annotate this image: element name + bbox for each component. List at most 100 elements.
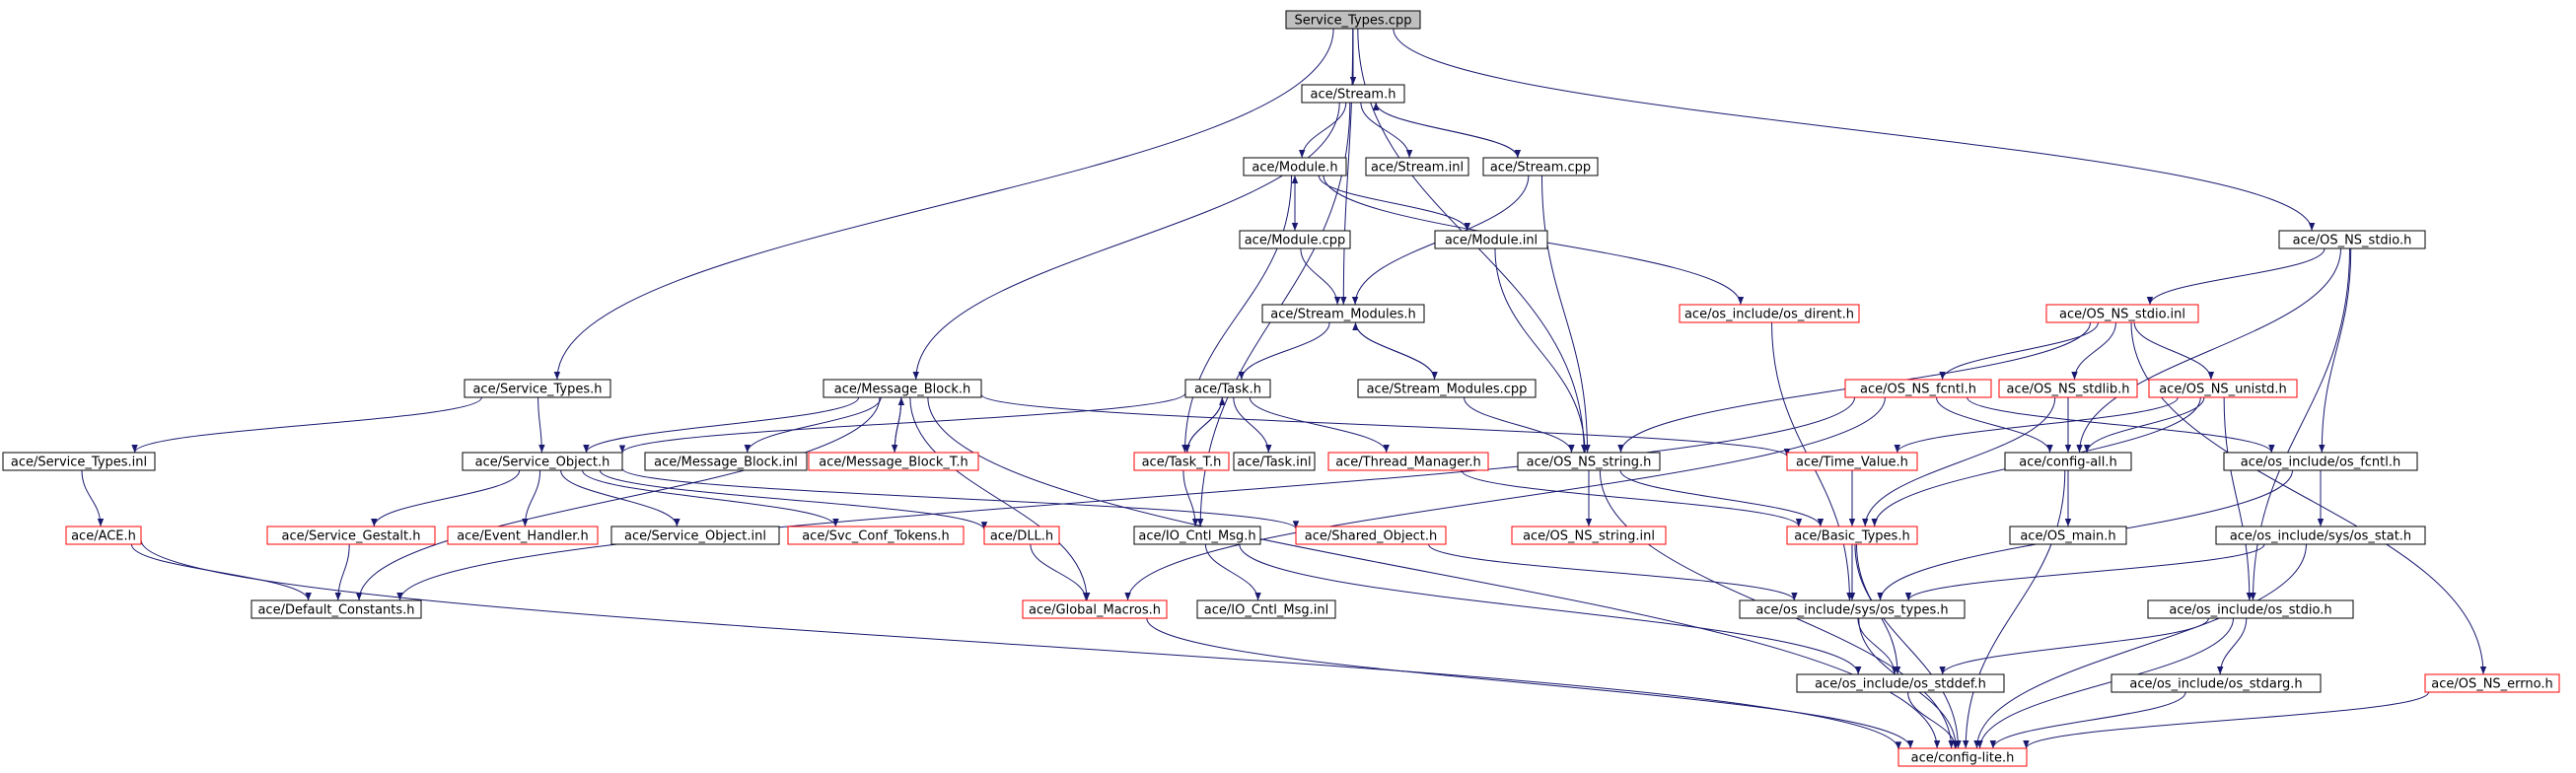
node-box[interactable] [1739, 599, 1966, 619]
node-box[interactable] [1301, 84, 1405, 104]
node-box[interactable] [1022, 599, 1168, 619]
node-box[interactable] [1365, 157, 1469, 176]
node-box[interactable] [1295, 526, 1447, 545]
node-basic-types[interactable]: ace/Basic_Types.h [1786, 526, 1918, 545]
node-box[interactable] [447, 526, 599, 545]
node-message-block-inl[interactable]: ace/Message_Block.inl [644, 452, 808, 471]
node-os-main[interactable]: ace/OS_main.h [2009, 526, 2127, 545]
node-box[interactable] [2278, 230, 2426, 249]
node-box[interactable] [1233, 452, 1316, 471]
node-box[interactable] [1786, 526, 1918, 545]
node-module-h[interactable]: ace/Module.h [1243, 157, 1347, 176]
node-os-dirent[interactable]: ace/os_include/os_dirent.h [1679, 304, 1860, 323]
node-task-h[interactable]: ace/Task.h [1184, 379, 1271, 398]
node-os-ns-stdlib[interactable]: ace/OS_NS_stdlib.h [1998, 379, 2138, 398]
node-module-inl[interactable]: ace/Module.inl [1434, 230, 1548, 249]
node-os-types[interactable]: ace/os_include/sys/os_types.h [1739, 599, 1966, 619]
node-box[interactable] [464, 379, 611, 398]
node-global-macros[interactable]: ace/Global_Macros.h [1022, 599, 1168, 619]
node-stream-h[interactable]: ace/Stream.h [1301, 84, 1405, 104]
node-box[interactable] [2215, 526, 2426, 545]
node-svc-conf-tokens[interactable]: ace/Svc_Conf_Tokens.h [787, 526, 965, 545]
node-config-all[interactable]: ace/config-all.h [2004, 452, 2132, 471]
node-box[interactable] [250, 599, 422, 619]
node-io-cntl-msg-h[interactable]: ace/IO_Cntl_Msg.h [1133, 526, 1261, 545]
node-root[interactable]: Service_Types.cpp [1285, 10, 1421, 30]
node-box[interactable] [1844, 379, 1992, 398]
node-box[interactable] [1196, 599, 1336, 619]
node-box[interactable] [610, 526, 780, 545]
node-box[interactable] [1133, 526, 1261, 545]
node-box[interactable] [1482, 157, 1599, 176]
node-box[interactable] [644, 452, 808, 471]
node-stream-cpp[interactable]: ace/Stream.cpp [1482, 157, 1599, 176]
node-box[interactable] [2045, 304, 2199, 323]
node-box[interactable] [1261, 304, 1425, 323]
node-box[interactable] [266, 526, 436, 545]
node-message-block-h[interactable]: ace/Message_Block.h [823, 379, 982, 398]
node-message-block-t[interactable]: ace/Message_Block_T.h [808, 452, 979, 471]
node-os-ns-unistd[interactable]: ace/OS_NS_unistd.h [2148, 379, 2298, 398]
node-os-ns-string-inl[interactable]: ace/OS_NS_string.inl [1511, 526, 1667, 545]
node-os-stat[interactable]: ace/os_include/sys/os_stat.h [2215, 526, 2426, 545]
node-box[interactable] [1511, 526, 1667, 545]
node-box[interactable] [2147, 599, 2354, 619]
node-box[interactable] [462, 452, 623, 471]
node-box[interactable] [2111, 673, 2322, 693]
node-box[interactable] [1796, 673, 2005, 693]
node-box[interactable] [2424, 673, 2560, 693]
node-os-ns-stdio-h[interactable]: ace/OS_NS_stdio.h [2278, 230, 2426, 249]
node-box[interactable] [823, 379, 982, 398]
node-box[interactable] [787, 526, 965, 545]
node-os-stdarg[interactable]: ace/os_include/os_stdarg.h [2111, 673, 2322, 693]
node-box[interactable] [1897, 747, 2028, 767]
node-service-types-h[interactable]: ace/Service_Types.h [464, 379, 611, 398]
node-time-value[interactable]: ace/Time_Value.h [1786, 452, 1918, 471]
node-box[interactable] [1357, 379, 1537, 398]
node-box[interactable] [808, 452, 979, 471]
node-box[interactable] [2, 452, 156, 471]
node-box[interactable] [1434, 230, 1548, 249]
node-task-t[interactable]: ace/Task_T.h [1133, 452, 1230, 471]
node-box[interactable] [1998, 379, 2138, 398]
node-stream-modules-cpp[interactable]: ace/Stream_Modules.cpp [1357, 379, 1537, 398]
node-io-cntl-msg-inl[interactable]: ace/IO_Cntl_Msg.inl [1196, 599, 1336, 619]
node-os-ns-errno[interactable]: ace/OS_NS_errno.h [2424, 673, 2560, 693]
node-service-types-inl[interactable]: ace/Service_Types.inl [2, 452, 156, 471]
node-os-ns-fcntl[interactable]: ace/OS_NS_fcntl.h [1844, 379, 1992, 398]
node-box[interactable] [2148, 379, 2298, 398]
node-ace-h[interactable]: ace/ACE.h [65, 526, 142, 545]
node-module-cpp[interactable]: ace/Module.cpp [1239, 230, 1351, 249]
node-box[interactable] [1327, 452, 1489, 471]
node-event-handler[interactable]: ace/Event_Handler.h [447, 526, 599, 545]
node-dll-h[interactable]: ace/DLL.h [983, 526, 1060, 545]
node-box[interactable] [1679, 304, 1860, 323]
node-box[interactable] [65, 526, 142, 545]
node-box[interactable] [1243, 157, 1347, 176]
node-box[interactable] [2223, 452, 2418, 471]
node-box[interactable] [983, 526, 1060, 545]
node-box[interactable] [1285, 10, 1421, 30]
node-service-object-inl[interactable]: ace/Service_Object.inl [610, 526, 780, 545]
node-service-gestalt[interactable]: ace/Service_Gestalt.h [266, 526, 436, 545]
node-task-inl[interactable]: ace/Task.inl [1233, 452, 1316, 471]
node-shared-object[interactable]: ace/Shared_Object.h [1295, 526, 1447, 545]
node-box[interactable] [1517, 452, 1661, 471]
node-thread-manager[interactable]: ace/Thread_Manager.h [1327, 452, 1489, 471]
node-box[interactable] [1133, 452, 1230, 471]
node-os-ns-stdio-inl[interactable]: ace/OS_NS_stdio.inl [2045, 304, 2199, 323]
node-box[interactable] [2004, 452, 2132, 471]
node-box[interactable] [2009, 526, 2127, 545]
node-stream-modules-h[interactable]: ace/Stream_Modules.h [1261, 304, 1425, 323]
node-service-object-h[interactable]: ace/Service_Object.h [462, 452, 623, 471]
node-default-constants[interactable]: ace/Default_Constants.h [250, 599, 422, 619]
node-stream-inl[interactable]: ace/Stream.inl [1365, 157, 1469, 176]
node-os-stddef[interactable]: ace/os_include/os_stddef.h [1796, 673, 2005, 693]
node-os-fcntl[interactable]: ace/os_include/os_fcntl.h [2223, 452, 2418, 471]
node-os-stdio[interactable]: ace/os_include/os_stdio.h [2147, 599, 2354, 619]
node-os-ns-string-h[interactable]: ace/OS_NS_string.h [1517, 452, 1661, 471]
node-box[interactable] [1239, 230, 1351, 249]
node-box[interactable] [1786, 452, 1918, 471]
node-box[interactable] [1184, 379, 1271, 398]
node-config-lite[interactable]: ace/config-lite.h [1897, 747, 2028, 767]
